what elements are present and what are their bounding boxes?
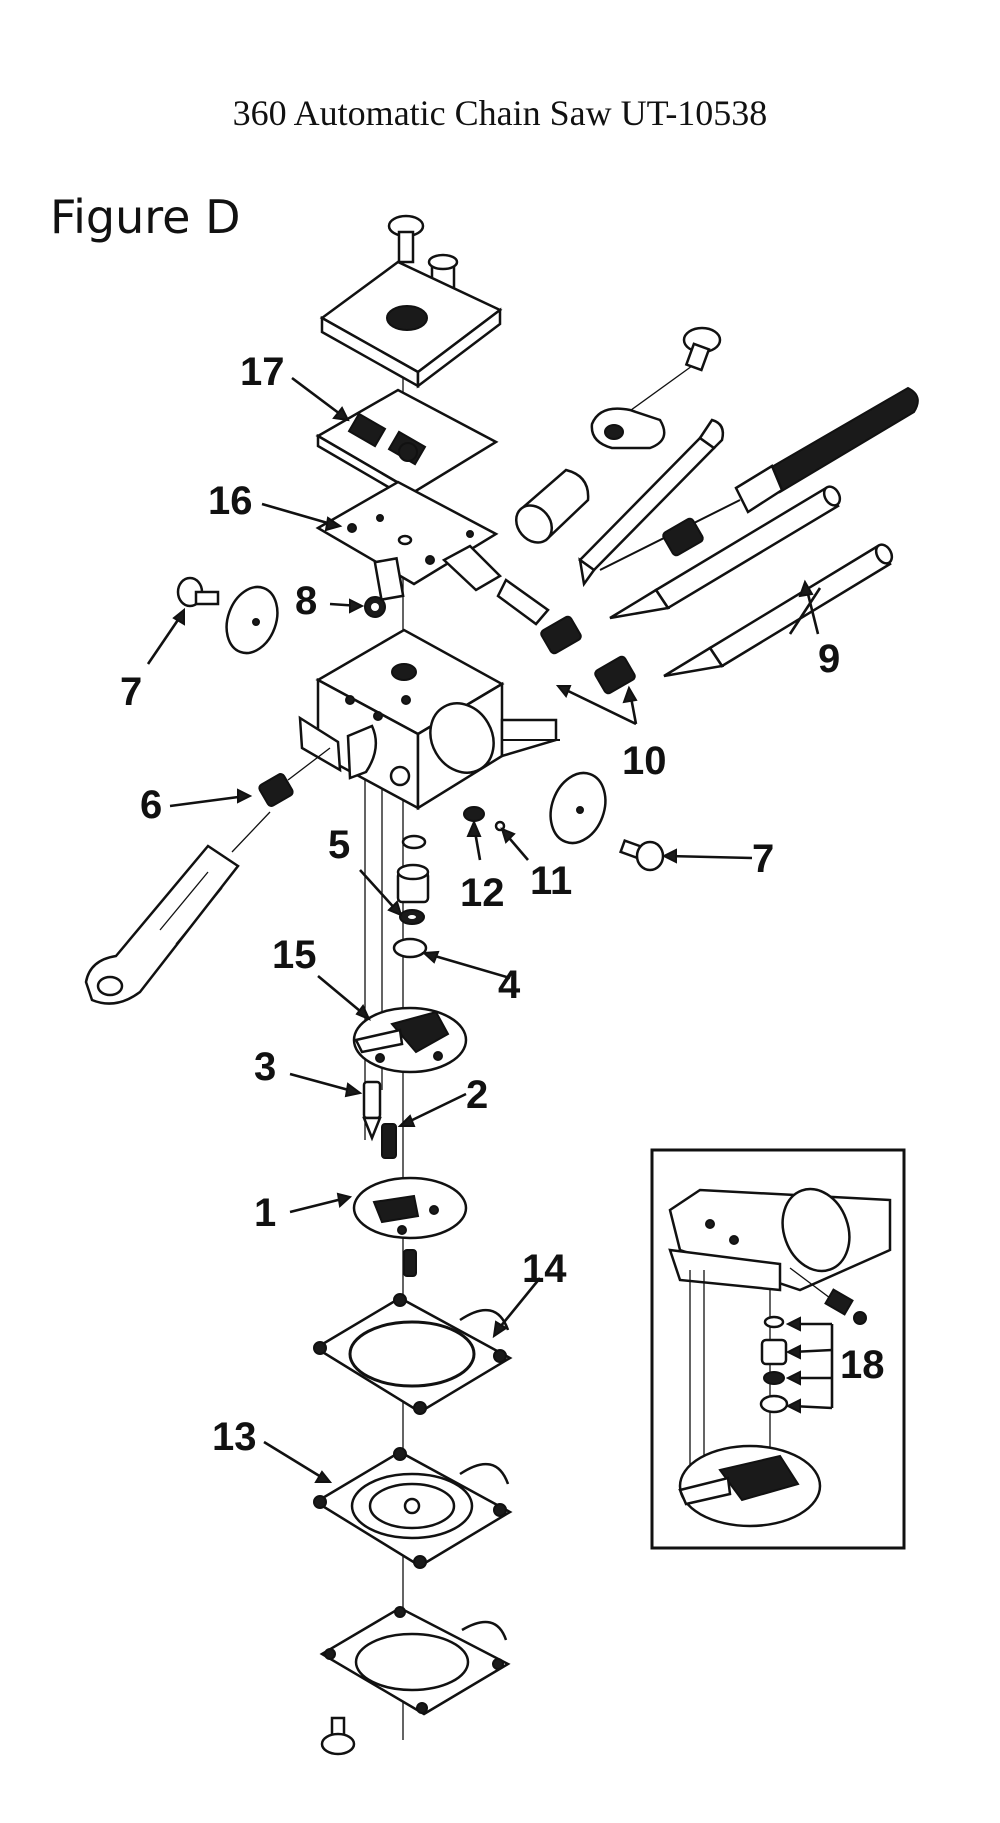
adjustment-needle-2 <box>663 543 894 678</box>
throttle-lever-plate <box>590 407 666 450</box>
throttle-shaft <box>578 418 725 588</box>
shaft-sleeve <box>514 468 590 544</box>
callout-7-right: 7 <box>752 837 774 881</box>
callout-13: 13 <box>212 1415 257 1459</box>
metering-spring-2 <box>381 1123 397 1159</box>
callout-8: 8 <box>295 579 317 623</box>
spring-pin <box>403 1249 417 1277</box>
pump-cover <box>319 260 503 389</box>
callout-18: 18 <box>840 1343 885 1387</box>
seal-8 <box>364 596 386 618</box>
callout-6: 6 <box>140 783 162 827</box>
check-valve-cage <box>396 863 430 904</box>
top-cover-screw <box>387 214 425 264</box>
callout-10: 10 <box>622 739 667 783</box>
callout-14: 14 <box>522 1247 567 1291</box>
callout-11: 11 <box>530 859 572 903</box>
inset-detail-box <box>650 1148 906 1550</box>
o-ring <box>401 834 427 850</box>
throttle-shaft-screw <box>619 326 722 419</box>
metering-plate-15 <box>352 1006 468 1074</box>
diaphragm-13 <box>313 1447 513 1569</box>
callout-2: 2 <box>466 1073 488 1117</box>
metering-lever-1 <box>352 1176 468 1240</box>
adjustment-needle-knurled <box>599 386 919 571</box>
metering-cover <box>319 1606 511 1716</box>
leader-lines <box>146 376 834 1483</box>
needle-spring-lower <box>594 655 636 695</box>
callout-3: 3 <box>254 1045 276 1089</box>
bottom-cover-screw <box>320 1716 356 1756</box>
callout-5: 5 <box>328 823 350 867</box>
callout-1: 1 <box>254 1191 276 1235</box>
throttle-plate-right <box>549 771 607 845</box>
inlet-needle-3 <box>362 1080 382 1142</box>
callout-7-left: 7 <box>120 670 142 714</box>
callout-9: 9 <box>818 637 840 681</box>
shaft-screw-left <box>176 576 220 608</box>
figure-label: Figure D <box>50 190 241 244</box>
callout-12: 12 <box>460 871 505 915</box>
callout-16: 16 <box>208 479 253 523</box>
choke-spring-6 <box>258 747 331 807</box>
throttle-plate-left <box>225 585 279 655</box>
callout-4: 4 <box>498 963 521 1007</box>
shaft-screw-right <box>619 838 665 872</box>
screen-5 <box>399 909 425 925</box>
page-title: 360 Automatic Chain Saw UT-10538 <box>232 93 768 133</box>
callout-15: 15 <box>272 933 317 977</box>
choke-lever <box>84 811 271 1005</box>
carburetor-body <box>298 544 560 811</box>
needle-spring-upper <box>540 517 704 655</box>
callout-17: 17 <box>240 350 285 394</box>
pump-gasket-17 <box>315 388 499 505</box>
gasket-14 <box>313 1293 513 1415</box>
adjustment-needle-1 <box>609 485 842 620</box>
spring-12 <box>463 806 485 822</box>
retaining-ring-4 <box>392 937 428 959</box>
